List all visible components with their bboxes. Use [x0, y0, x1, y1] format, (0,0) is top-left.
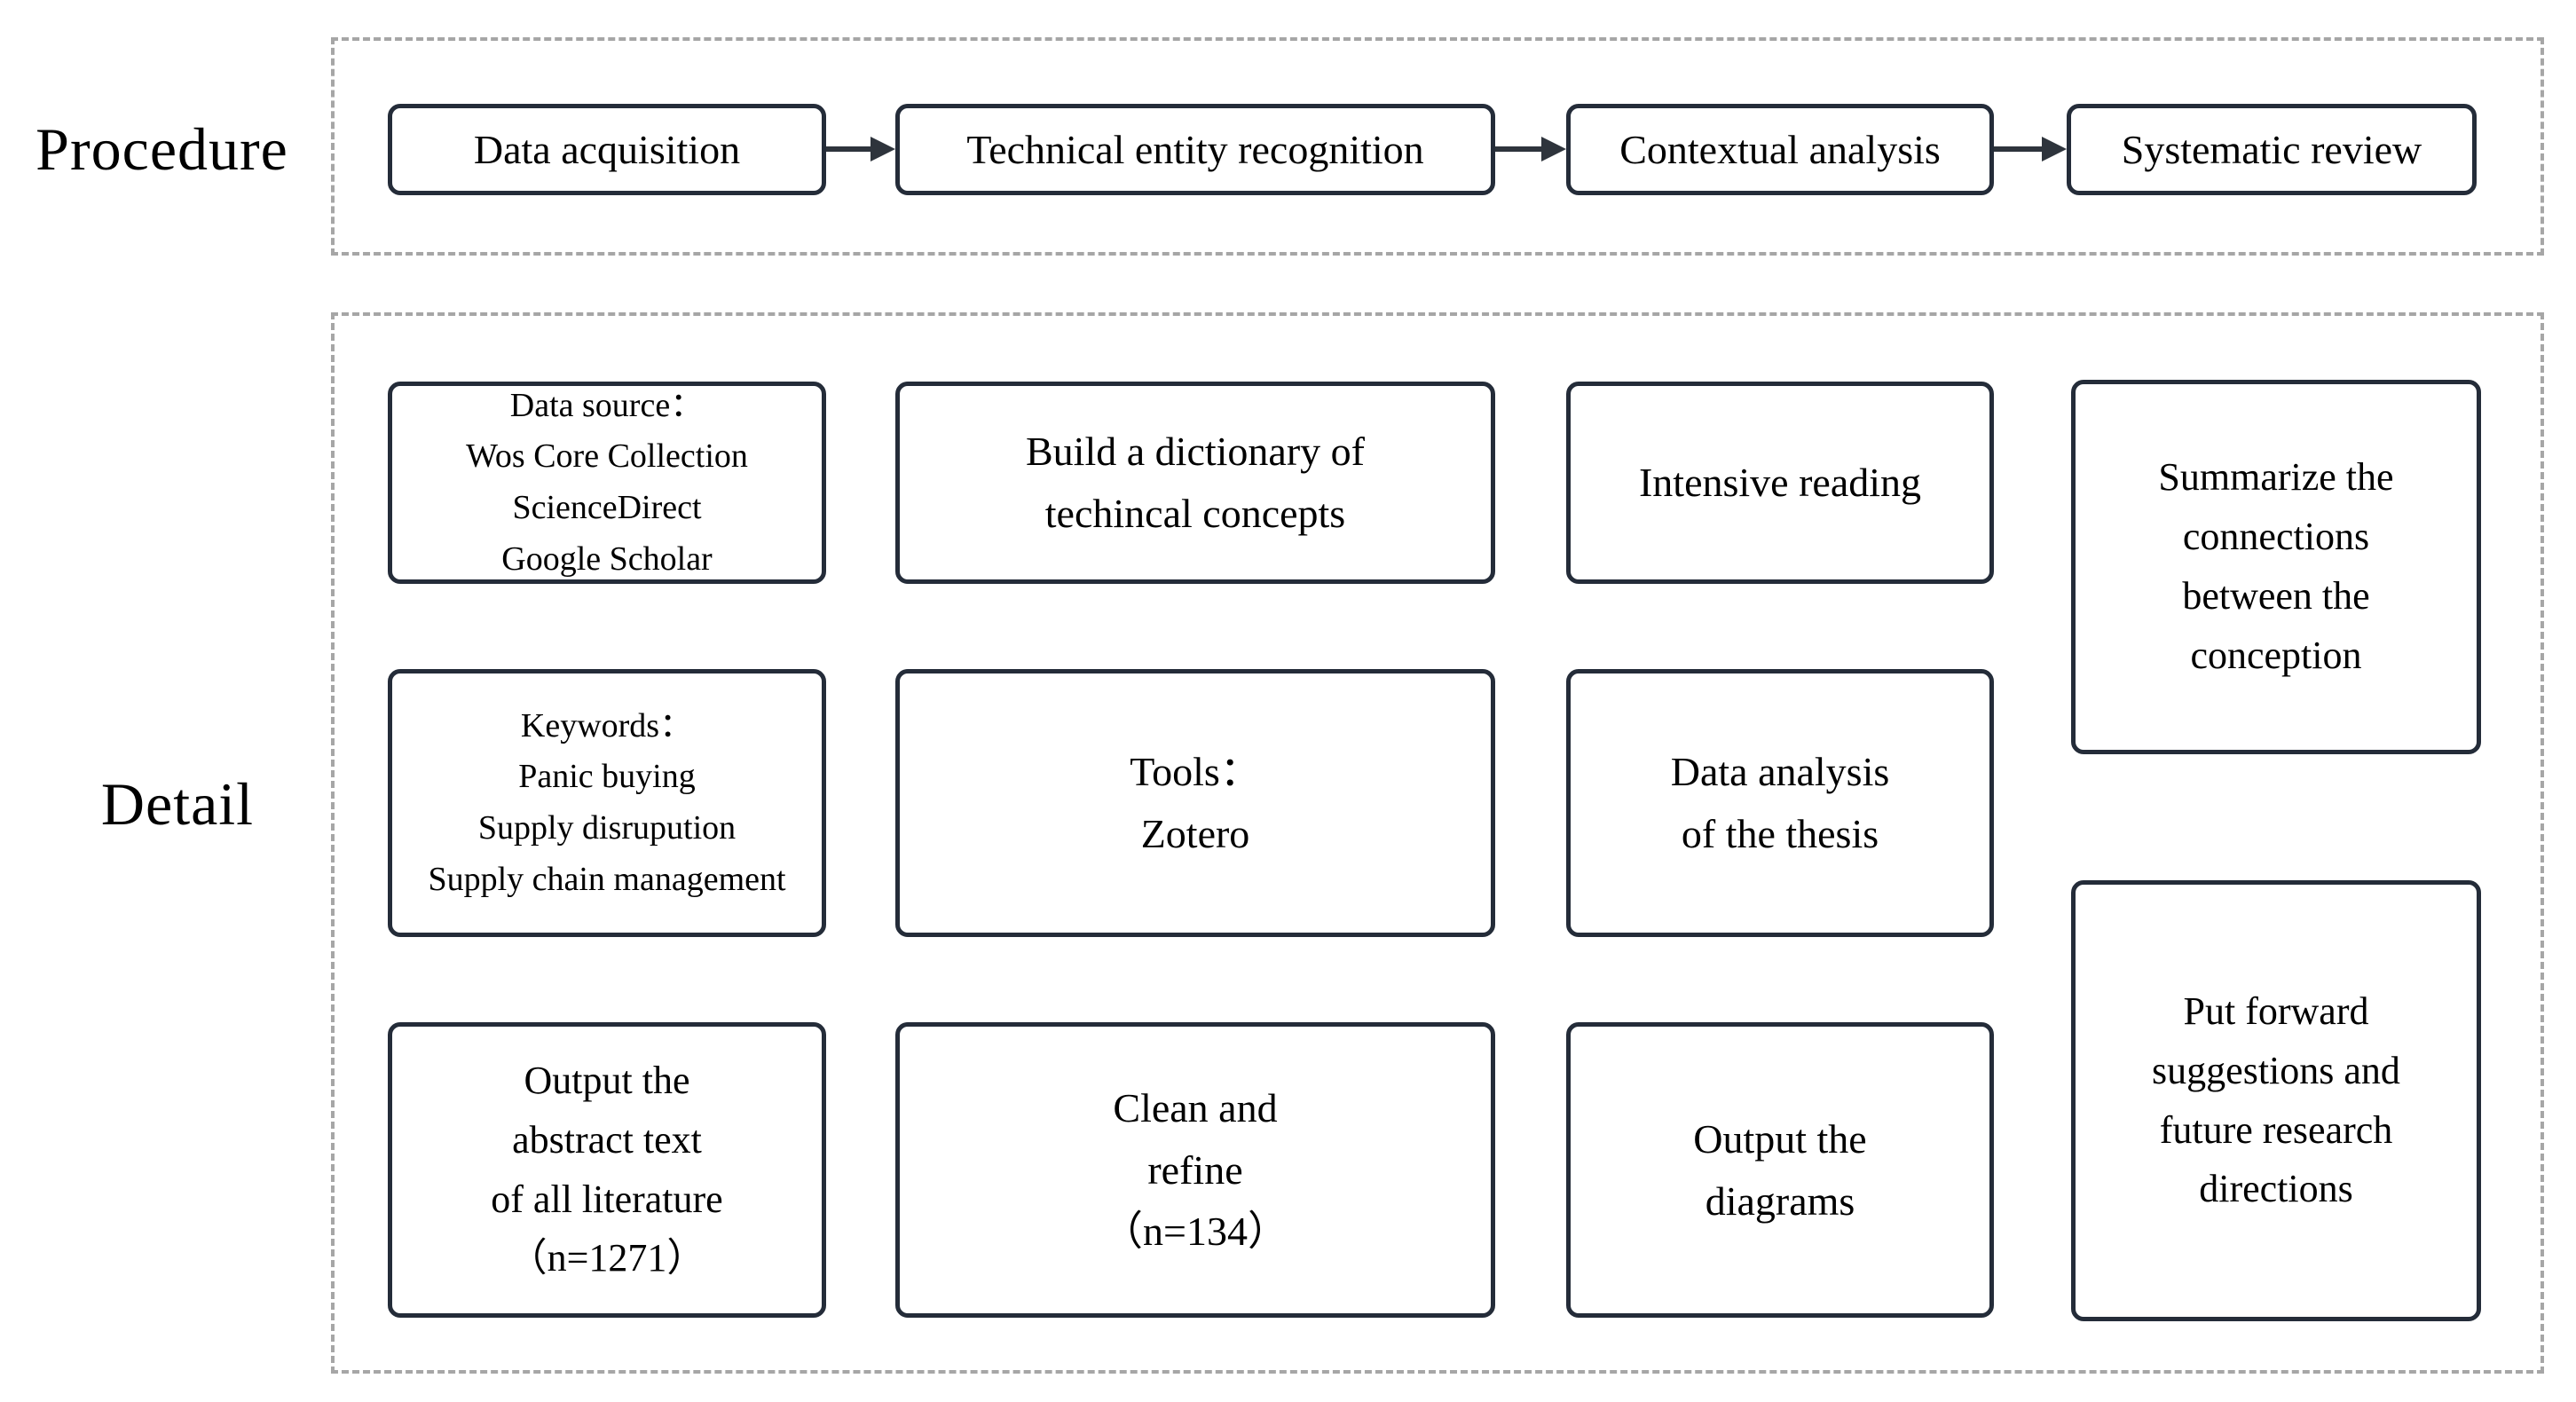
box-text-line: techincal concepts — [1044, 491, 1346, 536]
box-text-line: Data analysis — [1670, 749, 1890, 795]
box-text-line: directions — [2199, 1167, 2353, 1211]
detail-box-data-source: Data source： Wos Core Collection Science… — [388, 382, 826, 584]
detail-box-keywords: Keywords： Panic buying Supply disruputio… — [388, 669, 826, 937]
detail-box-summarize-connections: Summarize the connections between the co… — [2071, 380, 2481, 754]
box-text-line: between the — [2182, 574, 2370, 618]
detail-box-intensive-reading: Intensive reading — [1566, 382, 1994, 584]
detail-container — [331, 312, 2544, 1374]
box-text-line: Panic buying — [518, 758, 696, 796]
detail-box-output-diagrams: Output the diagrams — [1566, 1022, 1994, 1318]
detail-box-tools-zotero: Tools： Zotero — [895, 669, 1495, 937]
detail-box-data-analysis: Data analysis of the thesis — [1566, 669, 1994, 937]
box-text-line: （n=1271） — [508, 1236, 706, 1280]
procedure-step-label: Technical entity recognition — [966, 126, 1424, 172]
flow-arrow — [1495, 137, 1566, 161]
box-text-line: Put forward — [2183, 988, 2369, 1033]
flow-arrow — [1994, 137, 2067, 161]
box-text-line: Supply disrupution — [477, 809, 737, 847]
box-text-line: of all literature — [491, 1177, 723, 1221]
box-text-line: Summarize the — [2158, 455, 2394, 500]
box-text-line: diagrams — [1705, 1178, 1855, 1224]
box-text-line: suggestions and — [2152, 1048, 2400, 1092]
arrow-line — [1495, 146, 1547, 152]
procedure-step-label: Data acquisition — [473, 126, 741, 172]
arrow-head-icon — [870, 137, 895, 161]
box-text-line: Wos Core Collection — [466, 437, 748, 476]
procedure-step-data-acquisition: Data acquisition — [388, 104, 826, 195]
arrow-line — [1994, 146, 2047, 152]
procedure-step-label: Contextual analysis — [1619, 126, 1941, 172]
arrow-head-icon — [1541, 137, 1566, 161]
box-text-line: Build a dictionary of — [1026, 429, 1365, 475]
detail-box-clean-refine: Clean and refine （n=134） — [895, 1022, 1495, 1318]
detail-box-build-dictionary: Build a dictionary of techincal concepts — [895, 382, 1495, 584]
box-text-line: ScienceDirect — [512, 489, 702, 526]
procedure-section-label: Procedure — [35, 115, 288, 183]
box-text-line: Clean and — [1113, 1084, 1278, 1130]
box-text-line: Output the — [1693, 1115, 1867, 1162]
procedure-step-contextual-analysis: Contextual analysis — [1566, 104, 1994, 195]
procedure-step-systematic-review: Systematic review — [2067, 104, 2477, 195]
procedure-step-technical-entity-recognition: Technical entity recognition — [895, 104, 1495, 195]
procedure-container — [331, 37, 2544, 256]
procedure-step-label: Systematic review — [2121, 126, 2422, 172]
detail-box-output-abstract-text: Output the abstract text of all literatu… — [388, 1022, 826, 1318]
box-text-line: conception — [2190, 633, 2362, 677]
box-text-line: （n=134） — [1102, 1209, 1288, 1255]
box-text-line: Supply chain management — [428, 860, 786, 898]
box-text-line: of the thesis — [1681, 811, 1879, 856]
box-text-line: Data source： — [509, 386, 705, 424]
detail-section-label: Detail — [100, 770, 255, 838]
detail-box-suggestions-future-research: Put forward suggestions and future resea… — [2071, 880, 2481, 1321]
box-text-line: Google Scholar — [501, 540, 713, 578]
box-text-line: abstract text — [512, 1117, 702, 1162]
box-text-line: connections — [2182, 515, 2370, 559]
arrow-line — [826, 146, 876, 152]
flow-arrow — [826, 137, 895, 161]
box-text-line: Output the — [524, 1058, 690, 1102]
box-text-line: future research — [2159, 1107, 2393, 1152]
box-text-line: Keywords： — [520, 706, 694, 744]
arrow-head-icon — [2042, 137, 2067, 161]
box-text-line: Tools： — [1130, 749, 1261, 795]
box-text-line: Zotero — [1140, 811, 1250, 856]
box-text-line: refine — [1147, 1146, 1243, 1193]
box-text-line: Intensive reading — [1638, 460, 1922, 506]
